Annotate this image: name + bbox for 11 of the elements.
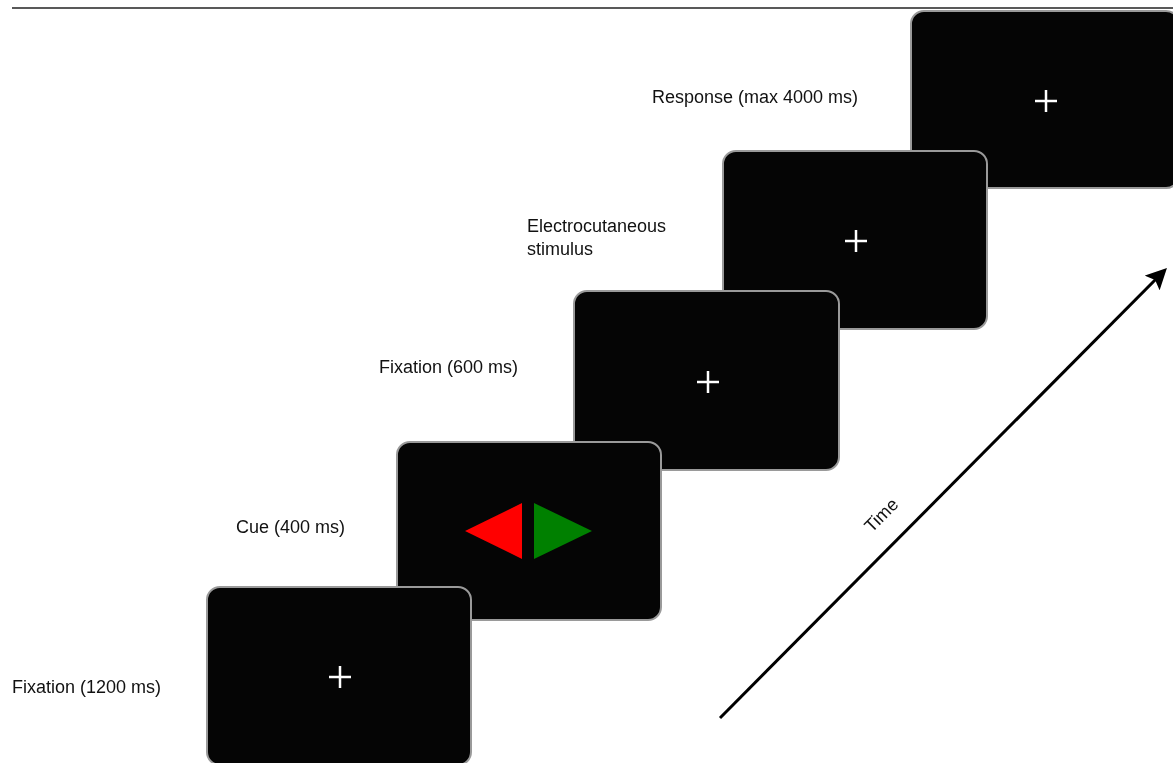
screen-box [573, 290, 840, 471]
phase-label: Fixation (1200 ms) [12, 676, 163, 699]
phase-label: Electrocutaneous stimulus [527, 215, 668, 260]
axis-label: Time [860, 494, 903, 537]
phase-label: Response (max 4000 ms) [652, 86, 860, 109]
screen-box [396, 441, 662, 621]
screen-box [722, 150, 988, 330]
phase-label: Cue (400 ms) [236, 516, 347, 539]
phase-label: Fixation (600 ms) [379, 356, 520, 379]
screen-box [206, 586, 472, 763]
screen-box [910, 10, 1173, 189]
